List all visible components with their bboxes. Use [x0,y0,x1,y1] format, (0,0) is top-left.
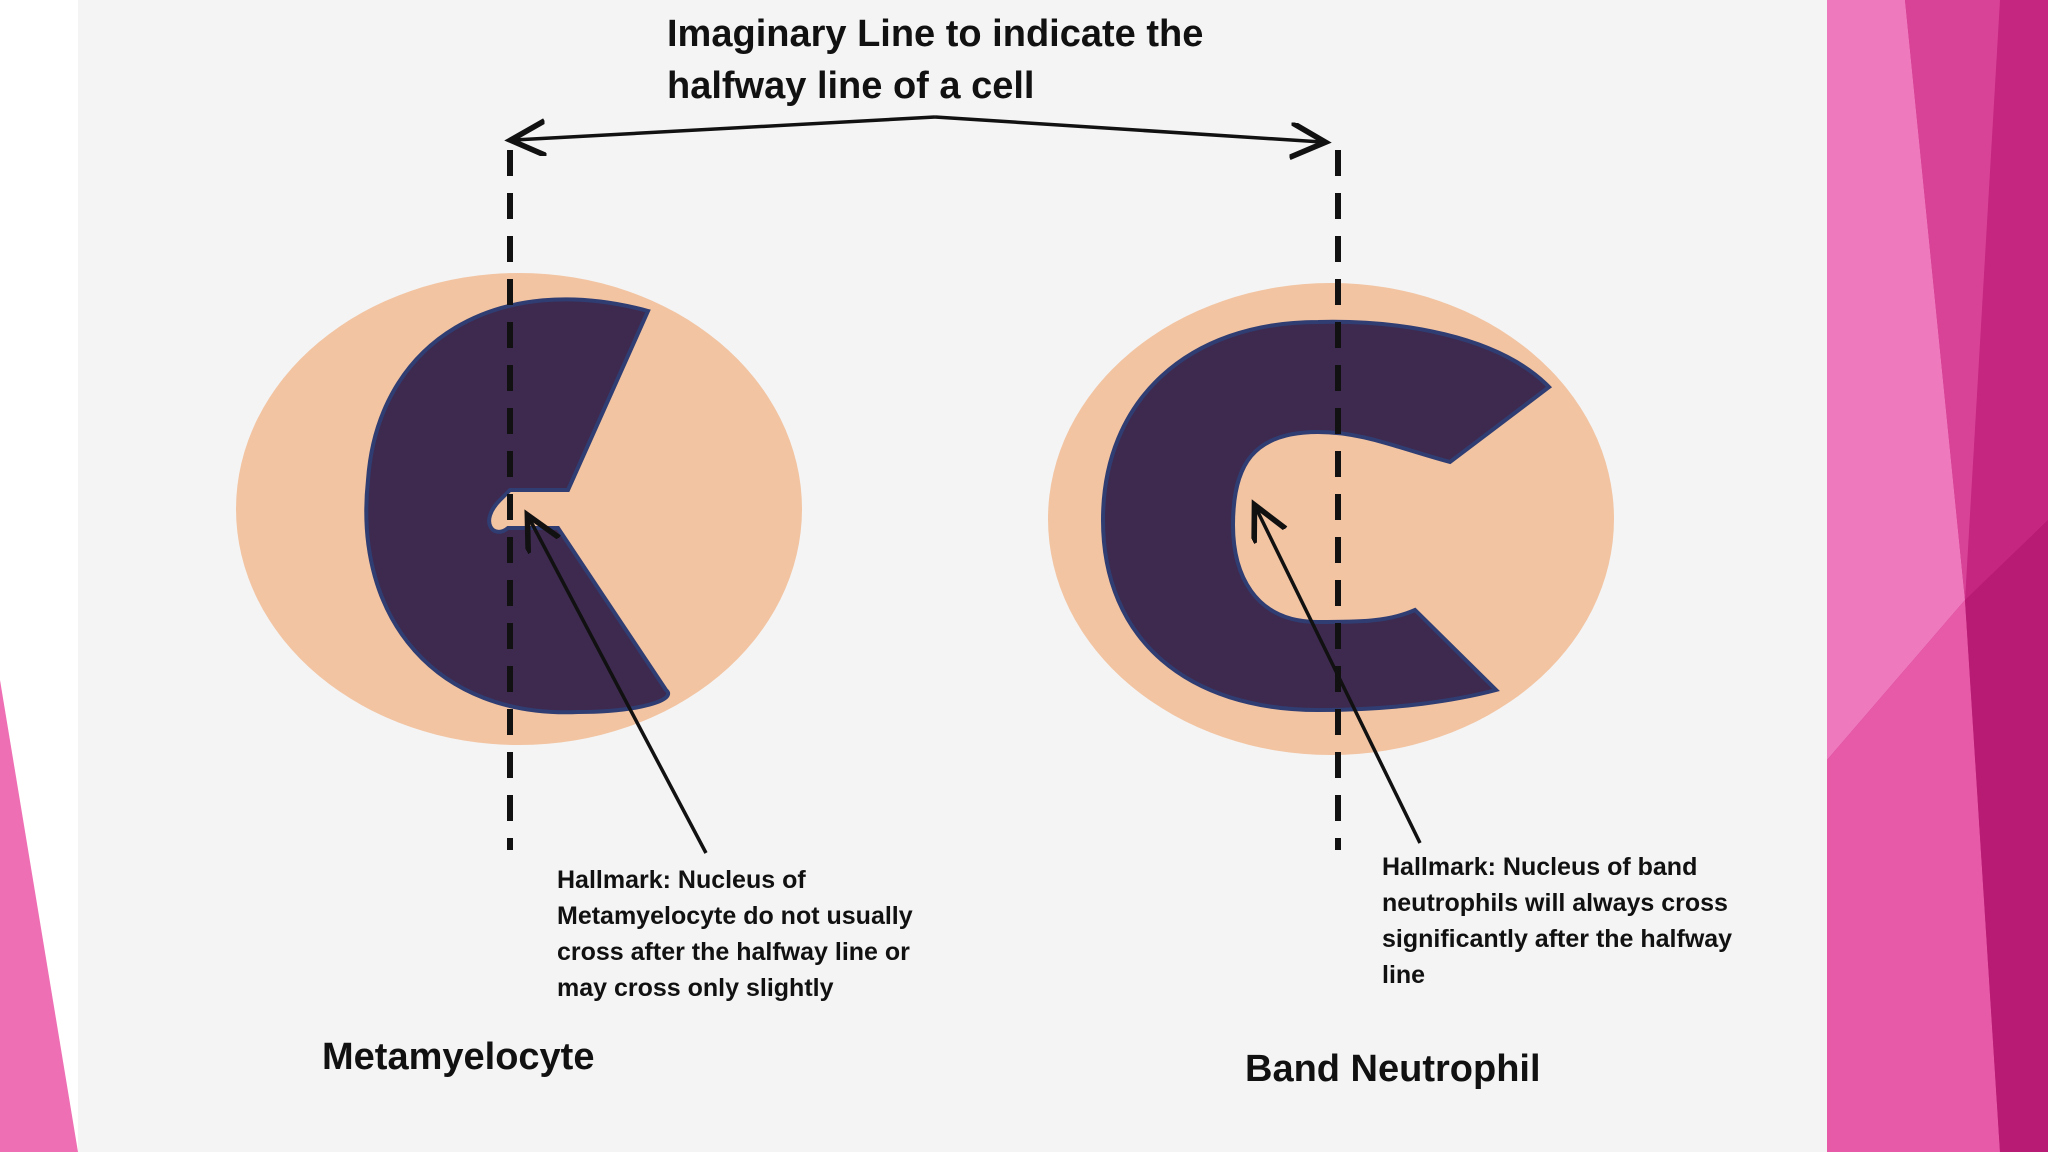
metamyelocyte-cytoplasm [236,273,802,745]
metamyelocyte-hallmark-line: cross after the halfway line or [557,938,910,966]
title-arrow-left [514,115,936,140]
band-neutrophil-hallmark-line: line [1382,961,1426,989]
metamyelocyte-hallmark-line: may cross only slightly [557,974,834,1002]
right-mid-facet [1905,0,2000,600]
band-neutrophil-hallmark-line: neutrophils will always cross [1382,889,1728,917]
right-light-facet [1827,0,1965,760]
band-neutrophil-hallmark-line: significantly after the halfway [1382,925,1733,953]
right-lower-facet [1827,600,2000,1152]
band-neutrophil-nucleus [1100,319,1553,713]
diagram-drawing [236,115,1614,854]
metamyelocyte-cell [236,273,802,745]
metamyelocyte-hallmark-line: Hallmark: Nucleus of [557,866,806,894]
right-dark-facet [1965,520,2048,1152]
diagram-title-line-1: Imaginary Line to indicate the [667,13,1204,55]
title-arrow-right [934,115,1322,142]
band-neutrophil-label: Band Neutrophil [1245,1048,1541,1090]
diagram-panel: Imaginary Line to indicate the halfway l… [78,0,1827,1152]
metamyelocyte-pointer-arrow [529,518,708,854]
diagram-title-line-2: halfway line of a cell [667,65,1035,107]
band-neutrophil-cell [1048,283,1614,755]
metamyelocyte-hallmark-line: Metamyelocyte do not usually [557,902,913,930]
band-neutrophil-pointer-arrow [1256,508,1422,844]
band-neutrophil-hallmark-line: Hallmark: Nucleus of band [1382,853,1698,881]
left-pink-triangle [0,680,78,1152]
metamyelocyte-nucleus [364,297,671,715]
metamyelocyte-label: Metamyelocyte [322,1036,595,1078]
